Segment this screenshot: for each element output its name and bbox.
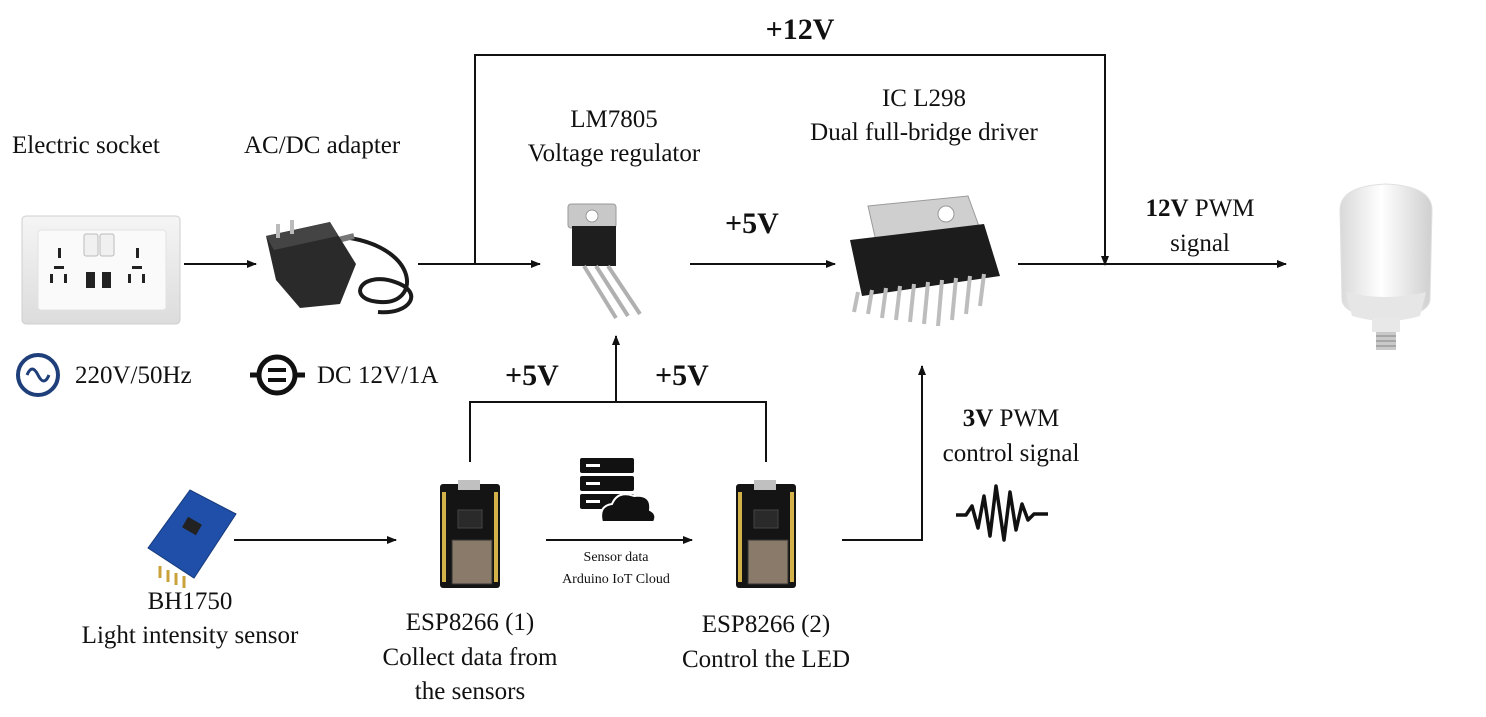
cloud-line2: Arduino IoT Cloud xyxy=(562,572,670,587)
output-voltage: 12V xyxy=(1145,195,1189,222)
esp8266-2-image xyxy=(736,480,796,588)
regulator-title: LM7805 xyxy=(570,106,658,133)
voltage-5v-esp2: +5V xyxy=(655,359,709,392)
control-signal-label: 3V PWM xyxy=(963,404,1060,434)
control-signal-line2: control signal xyxy=(942,440,1080,467)
esp1-line2: Collect data from xyxy=(382,644,558,671)
sensor-subtitle: Light intensity sensor xyxy=(81,622,299,649)
adapter-spec: DC 12V/1A xyxy=(317,362,439,389)
output-signal-label: 12V PWM xyxy=(1145,194,1254,224)
server-cloud-icon xyxy=(580,458,657,523)
ac-dc-adapter-image xyxy=(266,220,414,315)
led-bulb-image xyxy=(1339,183,1433,350)
regulator-subtitle: Voltage regulator xyxy=(527,140,701,167)
voltage-5v-driver: +5V xyxy=(725,207,779,240)
socket-spec: 220V/50Hz xyxy=(75,362,192,389)
ac-sine-icon xyxy=(16,353,60,397)
l298-image xyxy=(850,195,1000,327)
output-type: PWM xyxy=(1188,195,1255,222)
socket-title: Electric socket xyxy=(12,132,160,159)
driver-title: IC L298 xyxy=(881,85,967,112)
esp2-line2: Control the LED xyxy=(681,646,851,673)
bh1750-image xyxy=(147,489,237,588)
voltage-12v: +12V xyxy=(765,13,835,46)
driver-subtitle: Dual full-bridge driver xyxy=(810,119,1038,146)
esp1-line3: the sensors xyxy=(414,678,526,705)
sensor-title: BH1750 xyxy=(147,588,233,615)
electric-socket-image xyxy=(21,215,181,325)
control-voltage: 3V xyxy=(962,405,994,432)
cloud-line1: Sensor data xyxy=(583,550,649,565)
wire-12v-bus xyxy=(474,54,1109,266)
adapter-title: AC/DC adapter xyxy=(244,132,401,159)
wire-pwm-control xyxy=(842,365,926,541)
pwm-wave-icon xyxy=(956,484,1048,542)
control-type: PWM xyxy=(993,405,1060,432)
voltage-5v-esp1: +5V xyxy=(505,359,559,392)
dc-symbol-icon xyxy=(250,354,305,396)
output-signal-line2: signal xyxy=(1170,230,1230,257)
wire-5v-esp xyxy=(469,401,767,462)
esp2-title: ESP8266 (2) xyxy=(701,611,831,638)
lm7805-image xyxy=(567,203,642,320)
esp8266-1-image xyxy=(440,480,500,588)
esp1-title: ESP8266 (1) xyxy=(405,609,535,636)
